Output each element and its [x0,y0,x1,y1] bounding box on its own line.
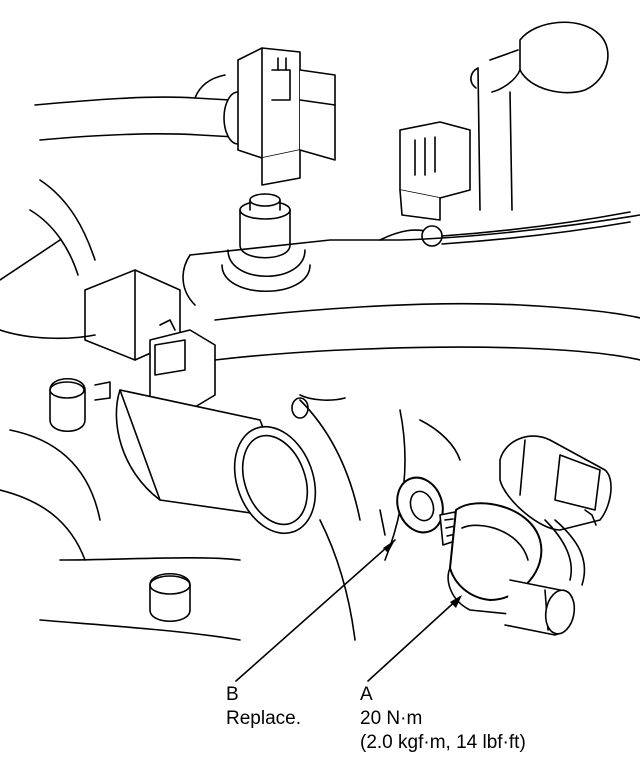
solenoid-body [116,390,329,545]
lower-housing [0,398,460,640]
crossmember [183,215,640,400]
pressure-switch-a [440,503,578,636]
top-right-cap [471,22,608,210]
center-stud [222,194,310,291]
upper-right-connector [380,122,630,246]
left-connector [85,270,215,410]
callout-b-note: Replace. [226,708,301,729]
callout-a-letter: A [360,684,373,705]
leader-lines [236,540,462,681]
left-pipe [0,180,95,338]
washer-b [380,471,450,539]
top-connector [238,48,335,185]
callout-a-torque-alt: (2.0 kgf·m, 14 lbf·ft) [360,732,526,753]
upper-hose [35,75,252,144]
sensor-connector [500,436,611,585]
callout-b-letter: B [226,684,239,705]
left-bolts [50,379,190,622]
callout-a-torque: 20 N·m [360,708,423,729]
